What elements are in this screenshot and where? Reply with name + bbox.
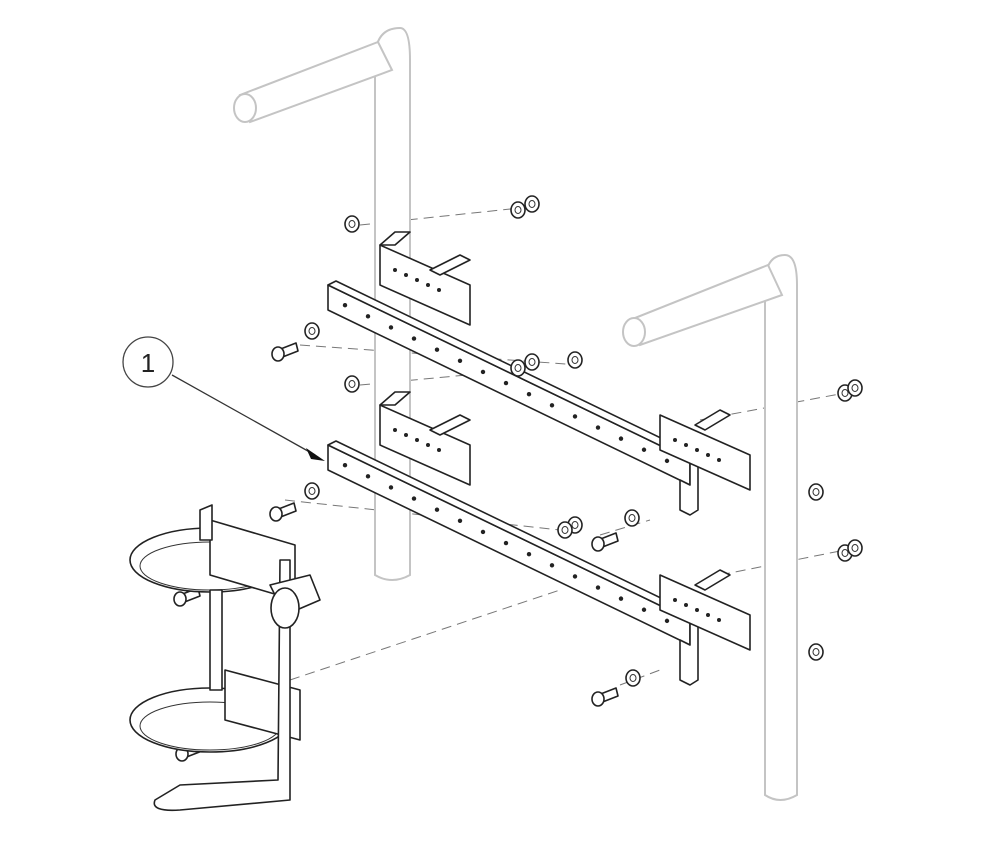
bar-hole [411, 336, 417, 341]
bar-hole [572, 574, 578, 579]
bolt-head [269, 506, 283, 522]
nut [344, 375, 360, 393]
hardware-fasteners [173, 195, 863, 762]
bolt-head [591, 536, 605, 552]
bar-hole [365, 474, 371, 479]
nut-bore [851, 384, 859, 392]
right-frame-post [622, 253, 798, 801]
bracket-hole [684, 603, 688, 607]
clamp-brackets [379, 231, 751, 651]
bolt-head [173, 591, 187, 607]
nut-bore [841, 549, 849, 557]
bracket-hole [426, 443, 430, 447]
nut-bore [812, 488, 820, 496]
bar-hole [618, 436, 624, 441]
bar-hole [526, 551, 532, 557]
bar-hole [618, 596, 624, 601]
bracket-hole [404, 273, 408, 277]
nut-bore [812, 648, 820, 656]
bracket-hole [393, 428, 397, 432]
bracket-hole [437, 288, 441, 292]
nut-bore [851, 544, 859, 552]
nut [557, 521, 573, 539]
nut-bore [628, 514, 636, 522]
bracket-hole [404, 433, 408, 437]
nut-bore [629, 674, 637, 682]
bar-hole [526, 391, 532, 397]
bracket-hole [393, 268, 397, 272]
nut [304, 322, 320, 340]
nut [808, 643, 824, 661]
bar-hole [342, 303, 348, 308]
bracket-hole [415, 438, 419, 442]
nut-bore [528, 200, 536, 208]
bar-hole [411, 496, 417, 501]
nut-bore [841, 389, 849, 397]
bracket-hole [717, 618, 721, 622]
bar-hole [503, 540, 509, 546]
nut [847, 539, 863, 557]
bracket-hole [426, 283, 430, 287]
bar-hole [572, 414, 578, 419]
bracket-hole [695, 448, 699, 452]
nut-bore [308, 487, 316, 495]
nut-bore [348, 380, 356, 388]
nut [304, 482, 320, 500]
bracket-hole [706, 453, 710, 457]
nut [510, 201, 526, 219]
bar-hole [664, 458, 670, 464]
bar-hole [641, 447, 647, 452]
nut-bore [571, 521, 579, 529]
nut [567, 351, 583, 369]
bar-hole [480, 369, 486, 375]
callout-1: 1 [122, 336, 325, 461]
nut [344, 215, 360, 233]
nut-bore [348, 220, 356, 228]
nut-bore [528, 358, 536, 366]
bar-hole [595, 425, 601, 430]
bracket-hole [673, 438, 677, 442]
nut [624, 509, 640, 527]
nut [847, 379, 863, 397]
bar-hole [503, 380, 509, 386]
bracket-hole [695, 608, 699, 612]
nut [510, 359, 526, 377]
bar-hole [549, 563, 555, 568]
bar-hole [664, 618, 670, 624]
bolt-head [271, 346, 285, 362]
bar-hole [388, 325, 394, 330]
bar-hole [434, 507, 440, 512]
nut-bore [308, 327, 316, 335]
bar-hole [457, 358, 463, 364]
bracket-hole [706, 613, 710, 617]
bracket-hole [673, 598, 677, 602]
bar-hole [365, 314, 371, 319]
bar-hole [480, 529, 486, 535]
nut-bore [514, 206, 522, 214]
nut-bore [514, 364, 522, 372]
nut-bore [561, 526, 569, 534]
bar-hole [549, 403, 555, 408]
bracket-hole [437, 448, 441, 452]
nut [524, 195, 540, 213]
bolt-head [591, 691, 605, 707]
bracket-hole [717, 458, 721, 462]
cylinder-holder [129, 504, 321, 812]
nut [524, 353, 540, 371]
bar-hole [595, 585, 601, 590]
bar-hole [457, 518, 463, 524]
callout-label: 1 [141, 348, 155, 378]
bracket-hole [684, 443, 688, 447]
bar-hole [388, 485, 394, 490]
bracket-hole [415, 278, 419, 282]
nut [625, 669, 641, 687]
bar-hole [342, 463, 348, 468]
nut-bore [571, 356, 579, 364]
bar-hole [434, 347, 440, 352]
nut [808, 483, 824, 501]
bar-hole [641, 607, 647, 612]
